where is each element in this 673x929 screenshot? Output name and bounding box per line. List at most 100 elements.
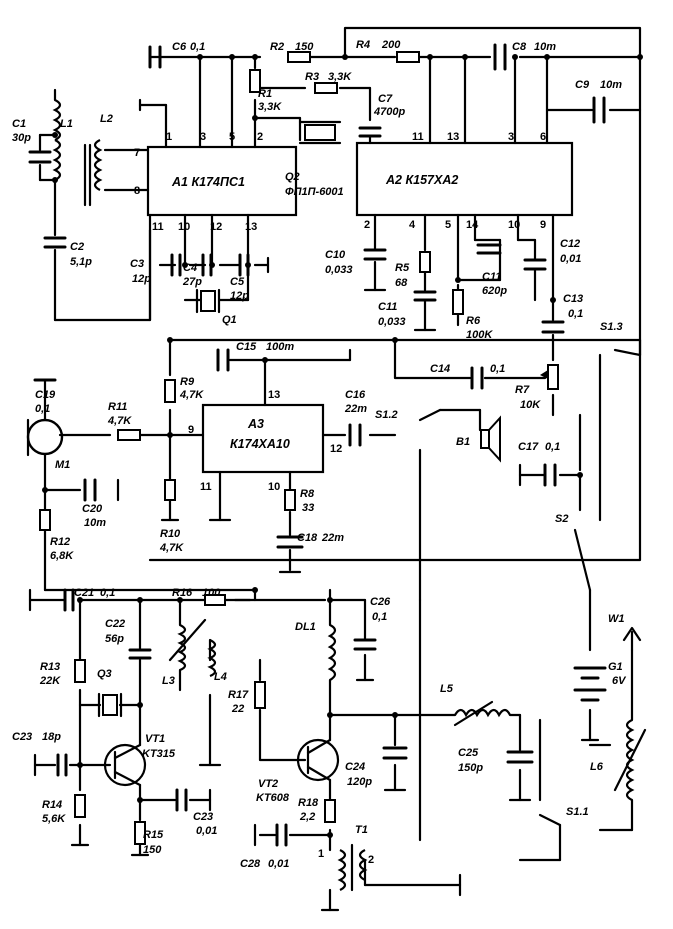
svg-text:6,8K: 6,8K	[50, 550, 74, 562]
svg-text:К174ХА10: К174ХА10	[230, 437, 290, 451]
svg-text:150: 150	[295, 41, 314, 53]
svg-text:C11: C11	[482, 271, 501, 283]
svg-text:C18: C18	[297, 532, 318, 544]
svg-text:R18: R18	[298, 797, 319, 809]
svg-text:C2: C2	[70, 241, 84, 253]
junction-dots	[42, 54, 643, 838]
svg-text:0,01: 0,01	[196, 825, 217, 837]
svg-text:R1: R1	[258, 88, 272, 100]
svg-text:C7: C7	[378, 93, 393, 105]
svg-text:5: 5	[445, 219, 451, 231]
svg-text:3,3K: 3,3K	[258, 101, 282, 113]
svg-text:2,2: 2,2	[299, 811, 315, 823]
svg-text:100: 100	[202, 587, 221, 599]
svg-text:11: 11	[200, 481, 212, 493]
svg-text:30p: 30p	[12, 132, 31, 144]
svg-text:T1: T1	[355, 824, 368, 836]
svg-text:4,7K: 4,7K	[179, 389, 204, 401]
svg-text:C25: C25	[458, 747, 479, 759]
svg-text:C3: C3	[130, 258, 144, 270]
svg-text:C20: C20	[82, 503, 103, 515]
svg-text:0,1: 0,1	[100, 587, 115, 599]
svg-text:C28: C28	[240, 858, 261, 870]
svg-text:R9: R9	[180, 376, 195, 388]
svg-text:3: 3	[200, 131, 206, 143]
svg-text:4,7K: 4,7K	[159, 542, 184, 554]
svg-text:C19: C19	[35, 389, 56, 401]
svg-text:Q2: Q2	[285, 171, 300, 183]
svg-text:C24: C24	[345, 761, 365, 773]
svg-text:S1.3: S1.3	[600, 321, 623, 333]
svg-text:0,033: 0,033	[378, 316, 406, 328]
svg-text:10: 10	[268, 481, 280, 493]
svg-text:11: 11	[152, 221, 164, 233]
svg-text:12p: 12p	[230, 290, 249, 302]
svg-text:R11: R11	[108, 401, 127, 413]
svg-text:0,1: 0,1	[490, 363, 505, 375]
svg-text:C23: C23	[12, 731, 32, 743]
svg-text:C21: C21	[74, 587, 94, 599]
svg-text:1: 1	[166, 131, 172, 143]
svg-text:R14: R14	[42, 799, 62, 811]
svg-text:68: 68	[395, 277, 408, 289]
svg-text:5,1p: 5,1p	[70, 256, 92, 268]
svg-text:7: 7	[134, 147, 140, 159]
wires	[28, 26, 642, 912]
svg-text:ФП1П-6001: ФП1П-6001	[285, 186, 344, 198]
svg-text:13: 13	[447, 131, 459, 143]
svg-text:6: 6	[540, 131, 546, 143]
svg-text:0,1: 0,1	[35, 403, 50, 415]
svg-text:9: 9	[188, 424, 194, 436]
svg-text:M1: M1	[55, 459, 70, 471]
svg-text:A2 К157ХА2: A2 К157ХА2	[385, 173, 458, 187]
svg-text:C6: C6	[172, 41, 187, 53]
svg-text:5,6K: 5,6K	[42, 813, 66, 825]
svg-text:14: 14	[466, 219, 479, 231]
svg-text:150p: 150p	[458, 762, 483, 774]
svg-text:C26: C26	[370, 596, 391, 608]
svg-text:R15: R15	[143, 829, 164, 841]
svg-text:13: 13	[268, 389, 280, 401]
svg-text:L2: L2	[100, 113, 113, 125]
svg-text:C8: C8	[512, 41, 527, 53]
svg-text:C14: C14	[430, 363, 450, 375]
svg-text:S1.2: S1.2	[375, 409, 398, 421]
svg-text:100m: 100m	[266, 341, 294, 353]
svg-text:22m: 22m	[321, 532, 344, 544]
svg-text:C11: C11	[378, 301, 397, 313]
svg-text:VT1: VT1	[145, 733, 165, 745]
svg-text:C15: C15	[236, 341, 257, 353]
svg-text:2: 2	[364, 219, 370, 231]
svg-text:S1.1: S1.1	[566, 806, 589, 818]
svg-text:120p: 120p	[347, 776, 372, 788]
svg-text:G1: G1	[608, 661, 623, 673]
svg-text:10K: 10K	[520, 399, 541, 411]
svg-text:22K: 22K	[39, 675, 61, 687]
svg-text:R17: R17	[228, 689, 249, 701]
svg-text:4,7K: 4,7K	[107, 415, 132, 427]
svg-text:13: 13	[245, 221, 257, 233]
svg-text:22: 22	[231, 703, 244, 715]
svg-text:C13: C13	[563, 293, 583, 305]
svg-text:Q1: Q1	[222, 314, 237, 326]
svg-text:56p: 56p	[105, 633, 124, 645]
svg-text:KT315: KT315	[142, 748, 176, 760]
svg-text:0,1: 0,1	[190, 41, 205, 53]
ic-a1: A1 К174ПС1 1 3 5 2 7 8 11 10 12 13	[134, 131, 298, 233]
svg-text:6V: 6V	[612, 675, 627, 687]
svg-text:KT608: KT608	[256, 792, 290, 804]
svg-text:L6: L6	[590, 761, 604, 773]
svg-text:VT2: VT2	[258, 778, 278, 790]
svg-text:DL1: DL1	[295, 621, 316, 633]
svg-text:L5: L5	[440, 683, 454, 695]
svg-text:4: 4	[409, 219, 416, 231]
svg-text:L3: L3	[162, 675, 175, 687]
svg-text:0,033: 0,033	[325, 264, 353, 276]
svg-text:R16: R16	[172, 587, 193, 599]
svg-text:C10: C10	[325, 249, 346, 261]
svg-text:2: 2	[368, 854, 374, 866]
svg-text:A1 К174ПС1: A1 К174ПС1	[171, 175, 245, 189]
svg-text:11: 11	[412, 131, 424, 143]
